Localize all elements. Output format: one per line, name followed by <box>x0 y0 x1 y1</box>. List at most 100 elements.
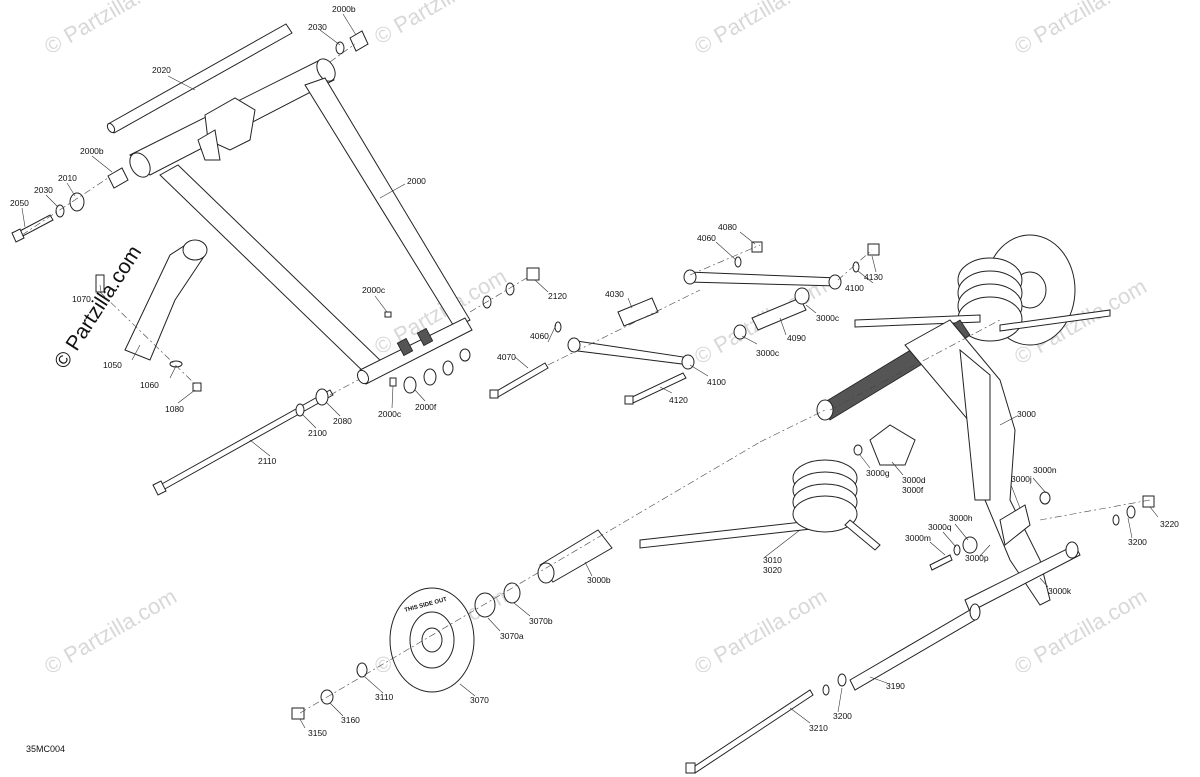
label-4070: 4070 <box>497 352 516 362</box>
label-2010: 2010 <box>58 173 77 183</box>
drawing-id: 35MC004 <box>26 744 65 754</box>
bushing-3000h <box>962 536 978 554</box>
label-2080: 2080 <box>333 416 352 426</box>
right-arm <box>304 77 471 329</box>
label-4100: 4100 <box>707 377 726 387</box>
screw-2000c <box>389 377 397 387</box>
label-1070: 1070 <box>72 294 91 304</box>
watermark: © Partzilla.com <box>370 0 511 49</box>
watermark: © Partzilla.com <box>690 584 831 680</box>
callout-labels: 2020 2030 2000b 2000b 2030 2010 2050 200… <box>10 4 1179 738</box>
nut-3220 <box>1142 495 1155 508</box>
label-2000f: 2000f <box>415 402 437 412</box>
rear-arm-assembly <box>816 234 1155 613</box>
label-4120: 4120 <box>669 395 688 405</box>
label-3070b: 3070b <box>529 616 553 626</box>
nut-4130 <box>867 243 880 256</box>
shaft-2020 <box>107 23 293 134</box>
watermark: © Partzilla.com <box>690 0 831 59</box>
spring-3010-3020 <box>639 459 881 551</box>
bushing-2010 <box>69 192 85 212</box>
label-3000m: 3000m <box>905 533 931 543</box>
stopper-arm-1050 <box>95 239 208 392</box>
circlip-3110 <box>356 662 368 678</box>
pin-2110-group <box>152 379 359 496</box>
label-1080: 1080 <box>165 404 184 414</box>
nut-2120 <box>526 267 540 281</box>
label-2000: 2000 <box>407 176 426 186</box>
label-2100: 2100 <box>308 428 327 438</box>
label-3000f: 3000f <box>902 485 924 495</box>
label-4060: 4060 <box>530 331 549 341</box>
label-3000b: 3000b <box>587 575 611 585</box>
label-1050: 1050 <box>103 360 122 370</box>
screw-2000c <box>384 311 392 318</box>
label-3200: 3200 <box>1128 537 1147 547</box>
label-3010: 3010 <box>763 555 782 565</box>
link-rod-lower <box>569 339 691 366</box>
label-3000h: 3000h <box>949 513 973 523</box>
washer-2080 <box>315 388 329 406</box>
label-3070a: 3070a <box>500 631 524 641</box>
label-3020: 3020 <box>763 565 782 575</box>
label-3210: 3210 <box>809 723 828 733</box>
nut-group-2120 <box>469 267 540 313</box>
label-2050: 2050 <box>10 198 29 208</box>
bolt-3210 <box>691 689 814 774</box>
label-2000b: 2000b <box>332 4 356 14</box>
washer-2030 <box>335 41 345 55</box>
bolt-1070 <box>95 274 105 293</box>
label-3000n: 3000n <box>1033 465 1057 475</box>
label-4060: 4060 <box>697 233 716 243</box>
label-2020: 2020 <box>152 65 171 75</box>
leader-lines <box>21 13 1159 729</box>
bolt-3000m <box>929 554 953 571</box>
front-arm-assembly <box>11 23 473 394</box>
label-3070: 3070 <box>470 695 489 705</box>
label-3160: 3160 <box>341 715 360 725</box>
label-2030: 2030 <box>34 185 53 195</box>
bushing-2000f <box>403 376 417 394</box>
bushing-2000b <box>349 30 369 52</box>
label-4090: 4090 <box>787 333 806 343</box>
link-rod-assembly <box>489 241 880 405</box>
sleeve-4090 <box>751 297 807 331</box>
label-3190: 3190 <box>886 681 905 691</box>
label-3000p: 3000p <box>965 553 989 563</box>
label-3000d: 3000d <box>902 475 926 485</box>
watermark: © Partzilla.com <box>1010 0 1151 59</box>
label-3220: 3220 <box>1160 519 1179 529</box>
label-4130: 4130 <box>864 272 883 282</box>
label-2000b: 2000b <box>80 146 104 156</box>
label-3150: 3150 <box>308 728 327 738</box>
washer-3000g <box>853 444 863 456</box>
label-1060: 1060 <box>140 380 159 390</box>
label-3000k: 3000k <box>1048 586 1072 596</box>
watermark: © Partzilla.com <box>1010 584 1151 680</box>
label-3000: 3000 <box>1017 409 1036 419</box>
idler-wheel-3070: THIS SIDE OUT <box>389 587 475 693</box>
label-3000c: 3000c <box>816 313 840 323</box>
label-2110: 2110 <box>258 456 277 466</box>
label-2120: 2120 <box>548 291 567 301</box>
label-4080: 4080 <box>718 222 737 232</box>
label-3000c: 3000c <box>756 348 780 358</box>
sleeve-4030 <box>617 297 659 327</box>
tube-3190 <box>849 609 976 691</box>
label-4030: 4030 <box>605 289 624 299</box>
washer-2100 <box>295 403 305 417</box>
label-3110: 3110 <box>375 692 394 702</box>
circlip-3070b <box>503 582 521 604</box>
mount-plate-3000d <box>869 424 916 466</box>
label-3200: 3200 <box>833 711 852 721</box>
label-4100: 4100 <box>845 283 864 293</box>
pin-2110 <box>159 389 334 491</box>
watermark: © Partzilla.com <box>40 584 181 680</box>
label-3000g: 3000g <box>866 468 890 478</box>
label-2000c: 2000c <box>378 409 402 419</box>
label-3000j: 3000j <box>1011 474 1032 484</box>
washer-2030 <box>55 204 65 218</box>
bearing-3070a <box>474 592 496 618</box>
label-2030: 2030 <box>308 22 327 32</box>
